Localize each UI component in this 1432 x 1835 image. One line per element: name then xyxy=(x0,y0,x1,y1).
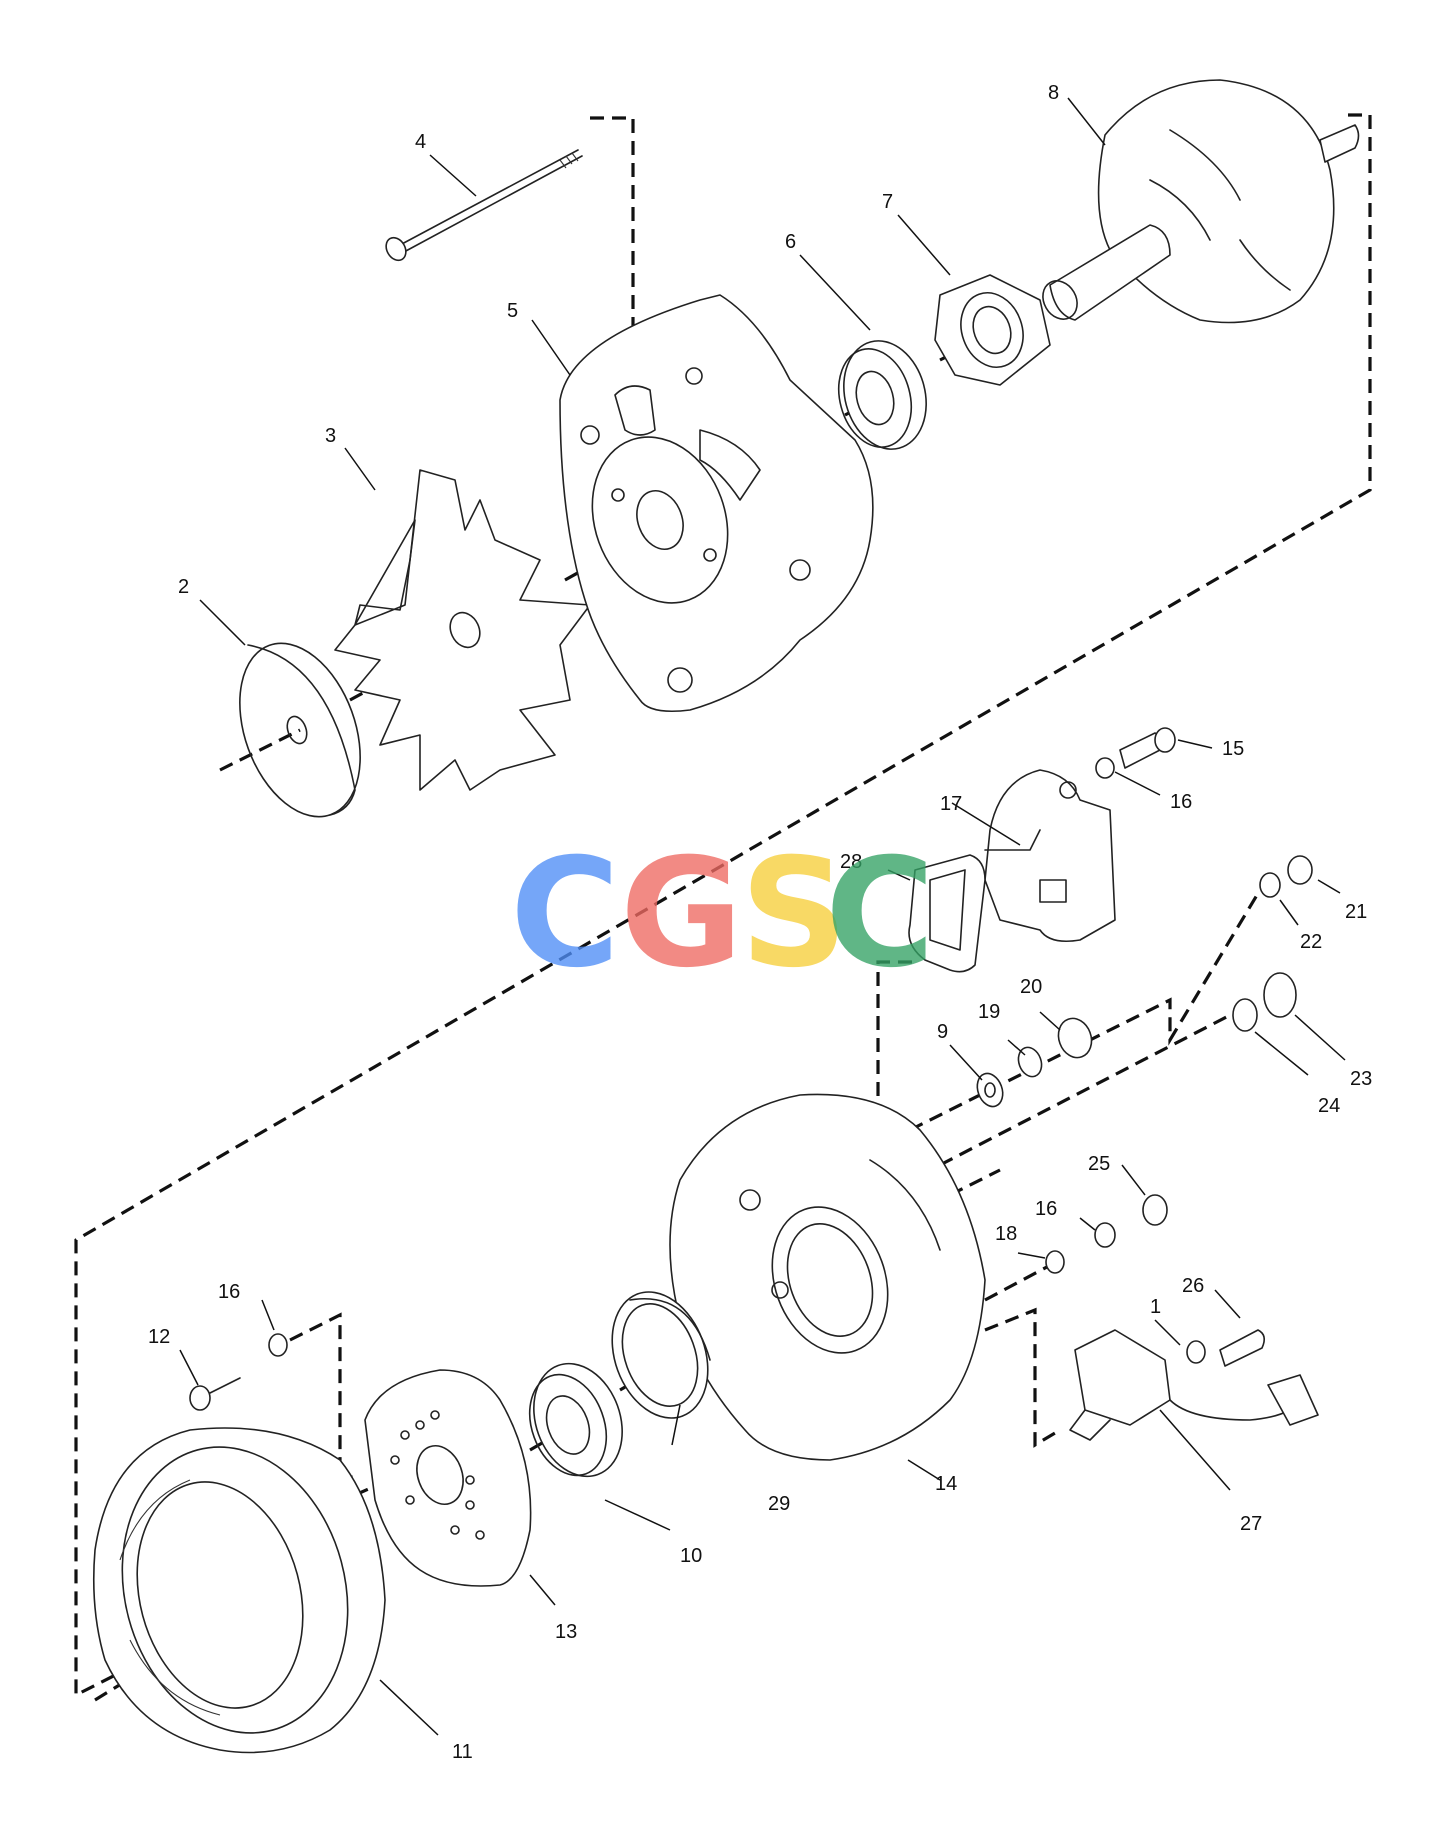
regulator-guide xyxy=(876,960,915,1118)
watermark-letter-c2: C xyxy=(825,827,935,1001)
callout-2: 2 xyxy=(178,576,189,598)
callout-leaders xyxy=(179,97,1346,1736)
watermark-letter-c1: C xyxy=(510,827,620,1001)
callout-21: 21 xyxy=(1345,901,1367,923)
callout-18: 18 xyxy=(995,1223,1017,1245)
callout-5: 5 xyxy=(507,300,518,322)
front-housing-part-5 xyxy=(559,294,874,713)
sleeve-part-29 xyxy=(611,1291,711,1419)
callout-28: 28 xyxy=(840,851,862,873)
callout-19: 19 xyxy=(978,1001,1000,1023)
screw-part-12 xyxy=(189,1333,288,1411)
capacitor-guide xyxy=(984,1307,1061,1448)
watermark-letter-s: S xyxy=(740,827,848,1001)
terminal-guide-lower xyxy=(939,1008,1241,1167)
callout-labels: 2 3 4 5 6 7 8 9 29 10 11 12 13 14 15 16 … xyxy=(148,82,1372,1763)
cgsc-watermark: C G S C xyxy=(510,827,935,1001)
pulley-part-2 xyxy=(239,642,361,818)
bearing-retainer-part-7 xyxy=(934,274,1051,386)
through-bolt-part-4 xyxy=(385,149,583,262)
callout-9: 9 xyxy=(937,1021,948,1043)
callout-17: 17 xyxy=(940,793,962,815)
rotor-part-8 xyxy=(1042,79,1360,324)
callout-27: 27 xyxy=(1240,1513,1262,1535)
callout-7: 7 xyxy=(882,191,893,213)
callout-23: 23 xyxy=(1350,1068,1372,1090)
callout-26: 26 xyxy=(1182,1275,1204,1297)
fan-part-3 xyxy=(334,469,591,791)
front-bearing-part-6 xyxy=(838,340,927,450)
callout-22: 22 xyxy=(1300,931,1322,953)
callout-11: 11 xyxy=(452,1741,473,1763)
capacitor-part-27 xyxy=(1069,1329,1319,1441)
callout-16-regulator: 16 xyxy=(1170,791,1192,813)
callout-6: 6 xyxy=(785,231,796,253)
regulator-assembly-part-17 xyxy=(984,727,1176,943)
long-guide-line xyxy=(74,113,1372,1698)
terminal-hardware xyxy=(976,855,1313,1274)
rectifier-part-13 xyxy=(364,1369,532,1587)
callout-15: 15 xyxy=(1222,738,1244,760)
callout-4: 4 xyxy=(415,131,426,153)
callout-10: 10 xyxy=(680,1545,702,1567)
callout-20: 20 xyxy=(1020,976,1042,998)
axis-stator xyxy=(94,1658,161,1702)
callout-1: 1 xyxy=(1150,1296,1161,1318)
callout-13: 13 xyxy=(555,1621,577,1643)
callout-12: 12 xyxy=(148,1326,170,1348)
gasket-part-28 xyxy=(908,854,986,973)
callout-8: 8 xyxy=(1048,82,1059,104)
callout-29: 29 xyxy=(768,1493,790,1515)
rear-housing-part-14 xyxy=(669,1093,986,1461)
callout-3: 3 xyxy=(325,425,336,447)
callout-16-terminal: 16 xyxy=(1035,1198,1057,1220)
stator-part-11 xyxy=(92,1427,386,1754)
callout-24: 24 xyxy=(1318,1095,1340,1117)
axis-pulley xyxy=(219,728,301,772)
rear-bearing-part-10 xyxy=(528,1362,623,1478)
watermark-letter-g: G xyxy=(620,827,743,1001)
callout-25: 25 xyxy=(1088,1153,1110,1175)
callout-16-rectifier: 16 xyxy=(218,1281,240,1303)
callout-14: 14 xyxy=(935,1473,957,1495)
